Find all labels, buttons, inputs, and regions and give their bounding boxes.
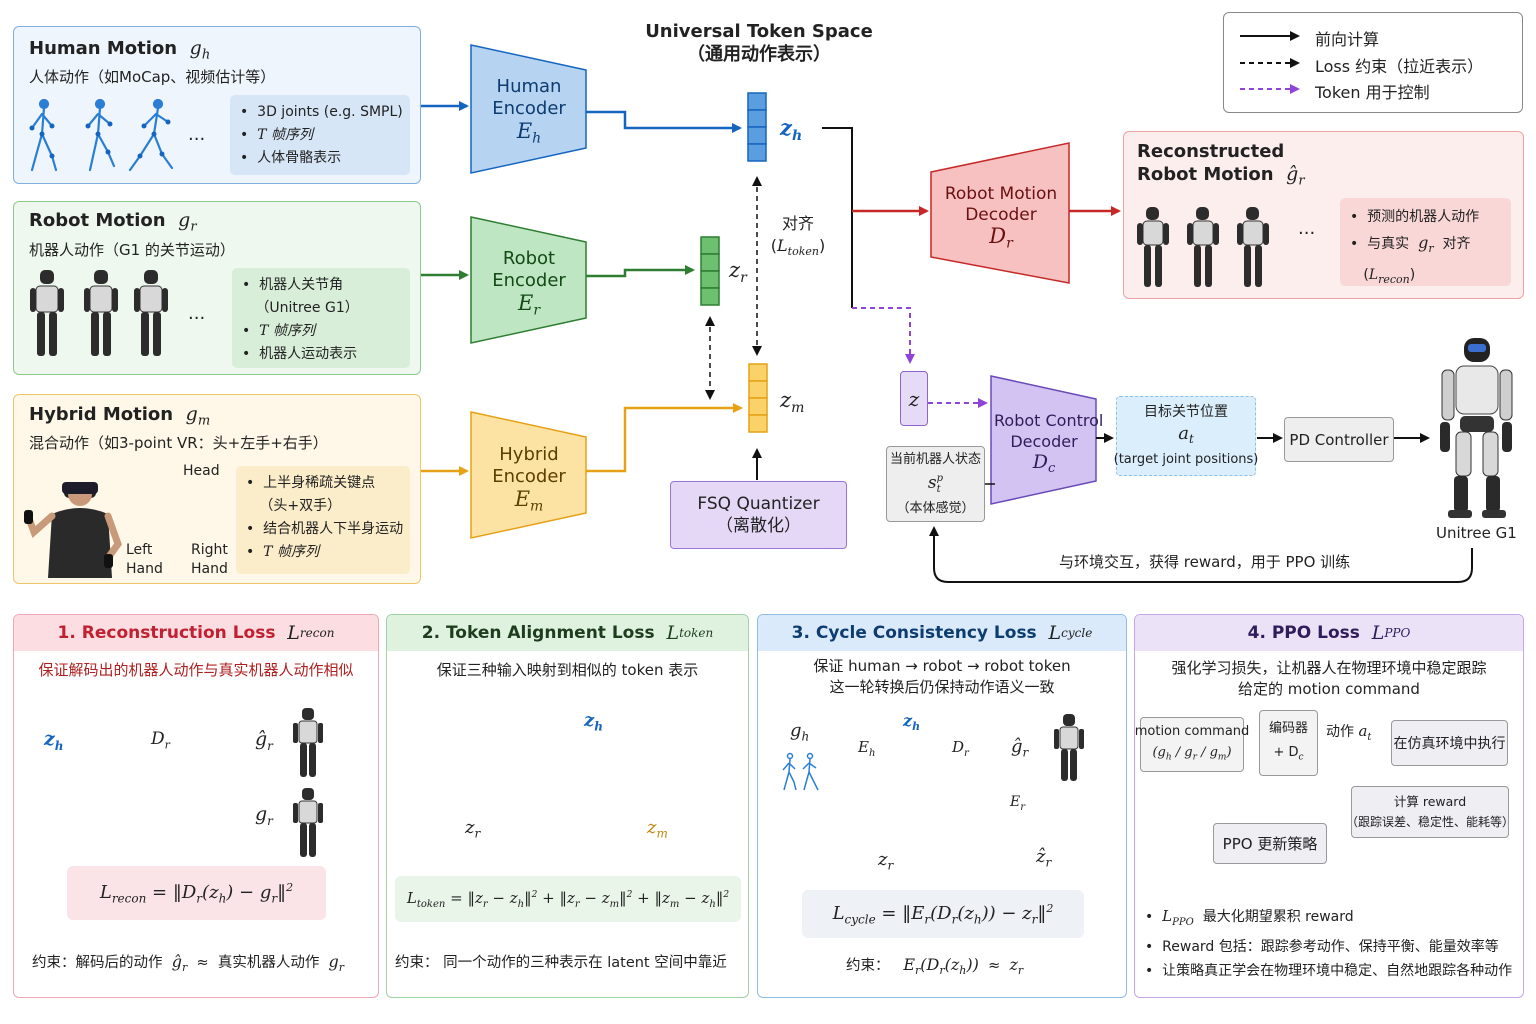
reconstruction-formula: Lrecon = ‖Dr(zh) − gr‖2: [67, 866, 326, 920]
zm-label: zm: [780, 388, 805, 417]
align-label: 对齐 (Ltoken): [770, 214, 826, 259]
cycle-zr-hat-label: ẑr: [1036, 846, 1052, 870]
cycle-dr-label: Dr: [952, 738, 969, 759]
token-alignment-loss-panel: [386, 614, 749, 998]
cycle-robot-figure: [1052, 712, 1088, 782]
sim-exec-box: 在仿真环境中执行: [1391, 720, 1508, 766]
reconstructed-robot-figures: [1136, 205, 1276, 289]
unitree-g1-label: Unitree G1: [1436, 524, 1517, 542]
zr-label: zr: [729, 258, 747, 287]
recon-dr-label: Dr: [151, 729, 170, 752]
unitree-g1-robot: [1430, 336, 1522, 522]
robot-ellipsis: ...: [188, 303, 206, 324]
robot-bullets: • 机器人关节角 （Unitree G1） • T 帧序列 • 机器人运动表示: [232, 268, 410, 368]
target-joint-box: 目标关节位置 at (target joint positions): [1114, 396, 1258, 476]
recon-zh-label: zh: [44, 728, 64, 753]
cycle-zr-label: zr: [878, 849, 894, 873]
cycle-eh-label: Eh: [858, 738, 876, 759]
reconstruction-loss-desc: 保证解码出的机器人动作与真实机器人动作相似: [38, 661, 354, 679]
cycle-desc: 保证 human → robot → robot token 这一轮转换后仍保持…: [813, 657, 1071, 696]
human-bullets: • 3D joints (e.g. SMPL) • T 帧序列 • 人体骨骼表示: [230, 95, 410, 175]
legend: [1223, 12, 1523, 113]
cycle-formula: Lcycle = ‖Er(Dr(zh)) − zr‖2: [802, 890, 1084, 938]
token-space-title: Universal Token Space （通用动作表示）: [645, 21, 873, 65]
feedback-label: 与环境交互，获得 reward，用于 PPO 训练: [1059, 553, 1351, 571]
reconstructed-bullets: • 预测的机器人动作 • 与真实 gr 对齐 (Lrecon): [1340, 198, 1511, 286]
hybrid-bullets: • 上半身稀疏关键点 （头+双手） • 结合机器人下半身运动 • T 帧序列: [236, 466, 410, 574]
cycle-caption: 约束： Er(Dr(zh)) ≈ zr: [846, 955, 1024, 978]
ppo-update-box: PPO 更新策略: [1213, 823, 1327, 864]
recon-ghat-label: ĝr: [255, 728, 273, 753]
vr-person-figure: [24, 474, 122, 578]
ppo-bullets: • LPPO 最大化期望累积 reward • Reward 包括：跟踪参考动作…: [1145, 907, 1513, 979]
cycle-er-label: Er: [1010, 794, 1026, 813]
motion-command-box: motion command (gh / gr / gm): [1135, 717, 1249, 772]
cycle-ghat-label: ĝr: [1011, 736, 1029, 760]
legend-token-label: Token 用于控制: [1315, 83, 1430, 102]
token-alignment-desc: 保证三种输入映射到相似的 token 表示: [436, 661, 699, 679]
robot-figures: [28, 268, 178, 360]
ppo-action-label: 动作 at: [1326, 722, 1372, 743]
reconstructed-title: Reconstructed Robot Motion ĝr: [1137, 141, 1305, 189]
fsq-quantizer-box: FSQ Quantizer （离散化）: [670, 481, 847, 549]
token-zh-label: zh: [584, 710, 603, 734]
recon-robot-figures: [290, 706, 330, 858]
reconstruction-caption: 约束：解码后的动作 ĝr ≈ 真实机器人动作 gr: [32, 952, 345, 975]
robot-motion-title: Robot Motion gr: [29, 209, 197, 235]
control-token-z: z: [900, 371, 928, 426]
legend-loss-label: Loss 约束（拉近表示）: [1315, 57, 1484, 76]
hybrid-motion-subtitle: 混合动作（如3-point VR：头+左手+右手）: [29, 434, 328, 452]
cycle-zh-label: zh: [903, 711, 921, 734]
ppo-desc: 强化学习损失，让机器人在物理环境中稳定跟踪 给定的 motion command: [1171, 659, 1487, 698]
recon-gr-label: gr: [255, 803, 273, 828]
legend-forward-label: 前向计算: [1315, 30, 1380, 49]
token-alignment-caption: 约束： 同一个动作的三种表示在 latent 空间中靠近: [395, 955, 727, 971]
zh-label: zh: [780, 115, 803, 145]
human-skeleton-figures: [22, 96, 182, 172]
human-ellipsis: ...: [188, 124, 206, 145]
human-motion-subtitle: 人体动作（如MoCap、视频估计等）: [29, 68, 276, 86]
token-zm-label: zm: [647, 817, 668, 841]
encoder-dc-box: 编码器 + Dc: [1259, 710, 1318, 776]
compute-reward-box: 计算 reward （跟踪误差、稳定性、能耗等）: [1346, 786, 1514, 838]
robot-state-box: 当前机器人状态 stp （本体感觉）: [886, 446, 985, 522]
token-alignment-formula: Ltoken = ‖zr − zh‖2 + ‖zr − zm‖2 + ‖zm −…: [395, 876, 741, 922]
reconstructed-ellipsis: ...: [1298, 218, 1316, 239]
token-zr-label: zr: [465, 817, 481, 841]
pd-controller-box: PD Controller: [1284, 417, 1394, 462]
cycle-gh-label: gh: [790, 720, 810, 744]
head-label: Head: [183, 463, 220, 479]
hybrid-motion-title: Hybrid Motion gm: [29, 403, 211, 429]
cycle-human-skeleton: [780, 752, 822, 792]
robot-motion-subtitle: 机器人动作（G1 的关节运动）: [29, 241, 235, 259]
human-motion-title: Human Motion gh: [29, 37, 211, 63]
